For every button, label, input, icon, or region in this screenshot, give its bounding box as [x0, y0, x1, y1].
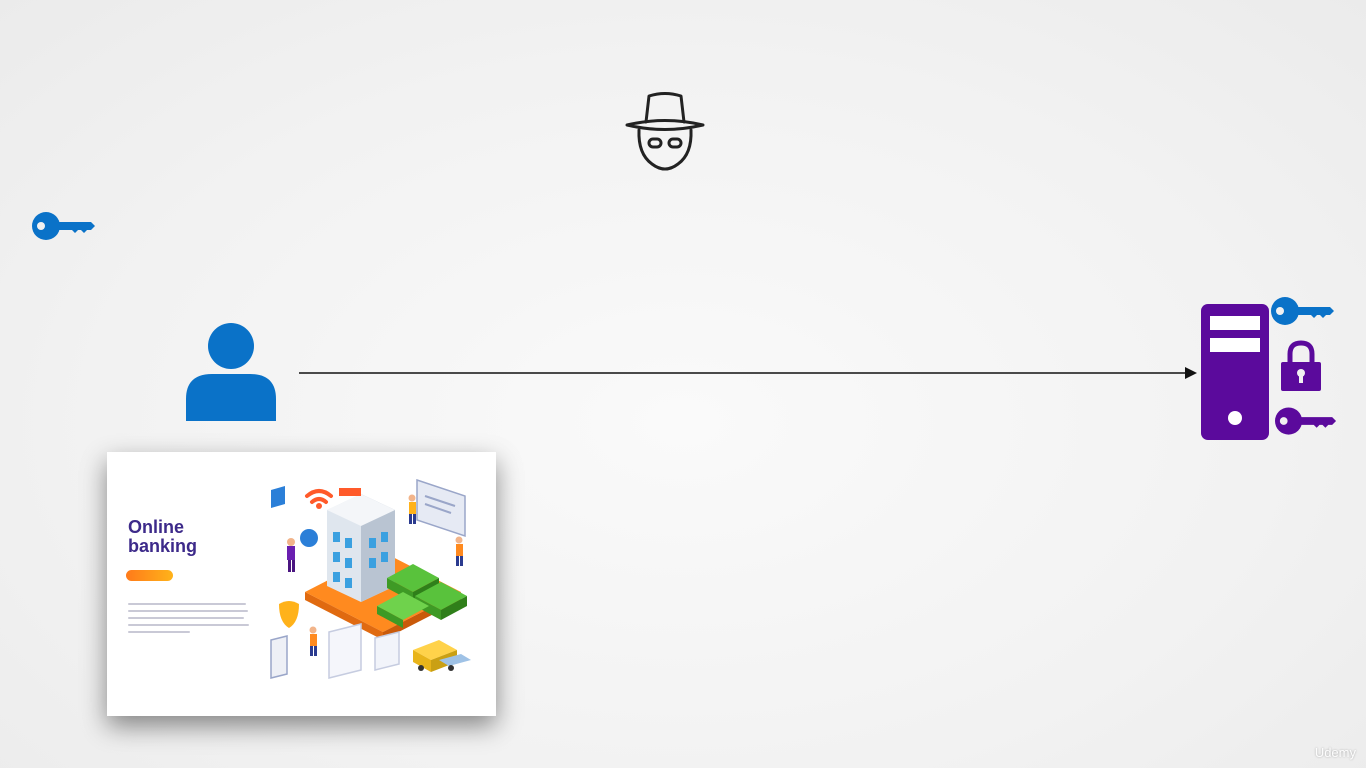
lock-icon [1281, 340, 1321, 391]
card-text-line [128, 610, 248, 612]
card-text-line [128, 617, 244, 619]
watermark: Udemy [1314, 745, 1356, 760]
card-text-line [128, 631, 190, 633]
banking-illustration [270, 478, 471, 679]
key-icon [1271, 297, 1334, 325]
card-button [126, 570, 173, 581]
card-text-line [128, 624, 249, 626]
key-icon [1275, 407, 1337, 435]
key-icon [32, 212, 95, 240]
server-icon [1201, 304, 1269, 440]
connection-arrow [299, 367, 1197, 379]
card-title: Online banking [128, 518, 197, 556]
card-title-line1: Online [128, 517, 185, 537]
hacker-icon [625, 92, 705, 171]
online-banking-card: Online banking [107, 452, 496, 716]
card-text-line [128, 603, 246, 605]
card-title-line2: banking [128, 536, 198, 556]
user-icon [186, 323, 276, 421]
